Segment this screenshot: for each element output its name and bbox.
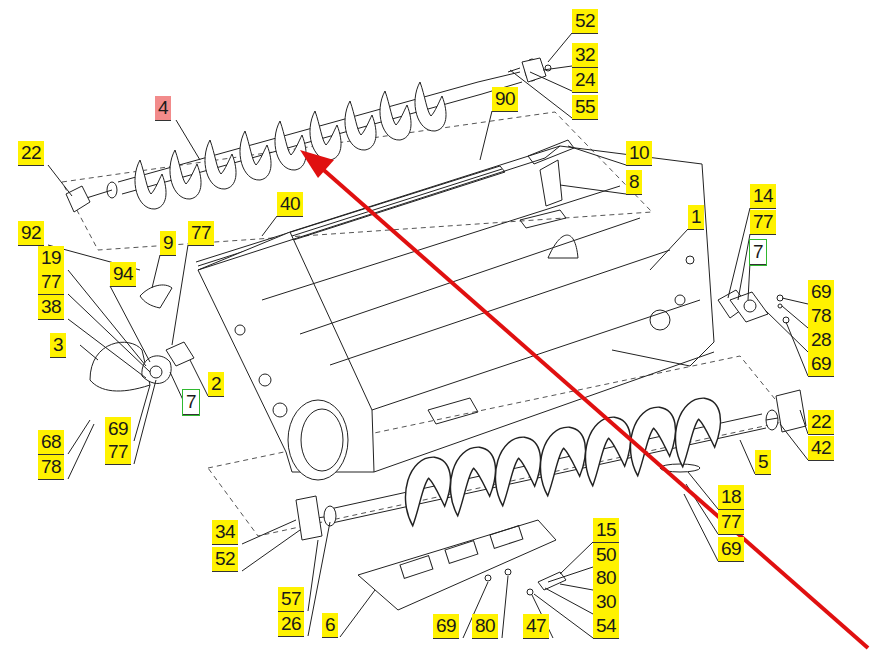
callout-number: 77 xyxy=(188,221,214,246)
callout-number: 38 xyxy=(38,295,64,320)
callout-number: 69 xyxy=(718,537,744,562)
callout-number: 50 xyxy=(593,543,619,568)
callout-number: 19 xyxy=(38,246,64,271)
callout-number: 68 xyxy=(38,430,64,455)
callout-number: 92 xyxy=(18,221,44,246)
callout-number: 28 xyxy=(808,328,834,353)
callout-number: 3 xyxy=(50,333,66,358)
callout-number: 18 xyxy=(718,485,744,510)
callout-number: 7 xyxy=(183,390,199,415)
callout-number: 22 xyxy=(18,141,44,166)
callout-number: 4 xyxy=(155,96,171,121)
callout-number: 80 xyxy=(593,566,619,591)
callout-number: 8 xyxy=(626,170,642,195)
callout-number: 34 xyxy=(212,520,238,545)
callout-number: 6 xyxy=(322,613,338,638)
callout-number: 5 xyxy=(755,450,771,475)
callout-number: 78 xyxy=(808,304,834,329)
callout-number: 52 xyxy=(212,547,238,572)
callout-number: 55 xyxy=(572,95,598,120)
callout-number: 7 xyxy=(750,240,766,265)
callout-number: 90 xyxy=(492,87,518,112)
callout-number: 10 xyxy=(626,141,652,166)
callout-number: 69 xyxy=(433,614,459,639)
callout-number: 14 xyxy=(750,184,776,209)
callout-number: 57 xyxy=(278,587,304,612)
callout-number: 94 xyxy=(110,262,136,287)
callout-number: 32 xyxy=(572,43,598,68)
callout-number: 54 xyxy=(593,614,619,639)
callout-number: 9 xyxy=(160,231,176,256)
callout-number: 69 xyxy=(808,280,834,305)
callout-number: 1 xyxy=(688,205,704,230)
callout-number: 69 xyxy=(808,352,834,377)
callout-number: 42 xyxy=(808,436,834,461)
callout-number: 78 xyxy=(38,455,64,480)
callout-number: 52 xyxy=(572,9,598,34)
callout-number: 47 xyxy=(523,614,549,639)
callout-number: 22 xyxy=(808,410,834,435)
callout-number: 77 xyxy=(105,440,131,465)
callout-number: 77 xyxy=(718,510,744,535)
callout-number: 77 xyxy=(750,210,776,235)
callout-number: 80 xyxy=(472,614,498,639)
callout-number: 26 xyxy=(278,612,304,637)
callout-number: 69 xyxy=(105,417,131,442)
callout-number: 77 xyxy=(38,270,64,295)
callout-number: 30 xyxy=(593,590,619,615)
callout-number: 40 xyxy=(277,192,303,217)
callout-number: 24 xyxy=(572,68,598,93)
callout-number: 15 xyxy=(593,518,619,543)
callout-number: 2 xyxy=(208,372,224,397)
